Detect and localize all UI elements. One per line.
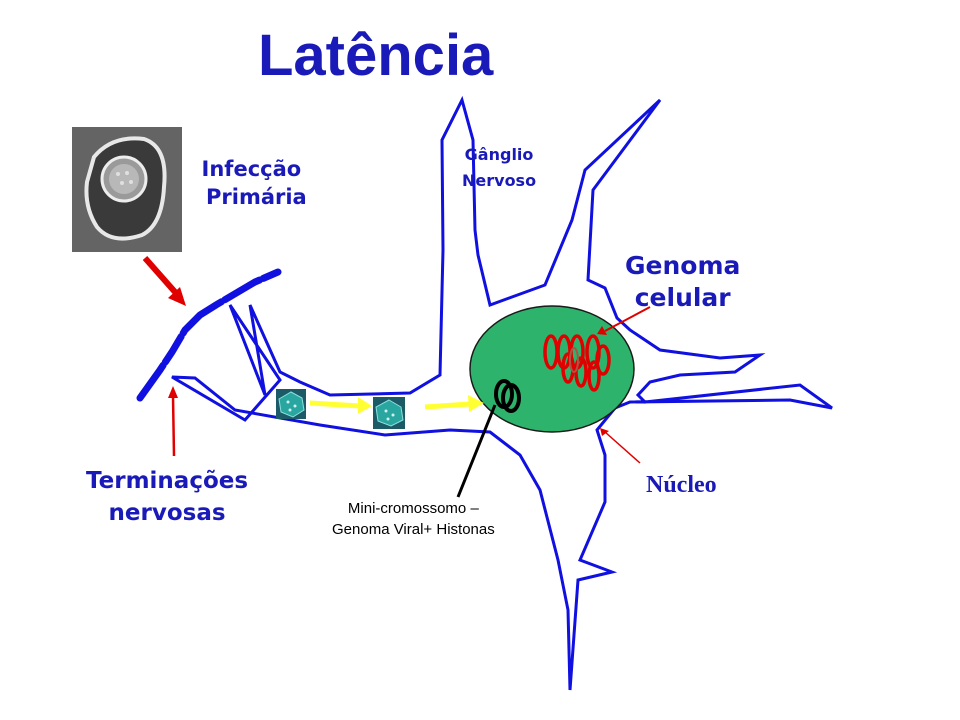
nerve-terminals-label: Terminações nervosas (86, 465, 248, 529)
minichromosome-label: Mini-cromossomo – Genoma Viral+ Histonas (332, 498, 495, 540)
genome-pointer-arrow (597, 306, 651, 335)
viral-minichromosome (494, 379, 521, 413)
nerve-ganglion-label: Gânglio Nervoso (462, 142, 536, 194)
nucleus-label: Núcleo (646, 472, 717, 498)
minichromosome-pointer (456, 404, 497, 498)
primary-infection-line2: Primária (206, 185, 307, 209)
nerve-terminal-1 (136, 268, 282, 402)
cellular-genome (543, 334, 611, 392)
transport-arrow-2 (424, 395, 484, 412)
nerve-terminals-line1: Terminações (86, 468, 249, 494)
nucleus-pointer-arrow (600, 428, 641, 464)
virus-capsid-icon (373, 397, 405, 429)
minichromosome-line2: Genoma Viral+ Histonas (332, 521, 495, 538)
page-title: Latência (258, 23, 494, 88)
cellular-genome-line1: Genoma (625, 251, 741, 280)
nerve-ganglion-line2: Nervoso (462, 171, 537, 190)
cellular-genome-label: Genoma celular (625, 250, 740, 314)
infection-arrow (142, 256, 186, 306)
virus-capsid-icon (276, 389, 306, 419)
neuron-outline (171, 95, 833, 691)
primary-infection-label: Infecção Primária (196, 155, 307, 211)
terminals-pointer-arrow (168, 386, 178, 457)
nerve-ganglion-line1: Gânglio (464, 145, 534, 164)
primary-infection-line1: Infecção (201, 157, 302, 181)
cellular-genome-line2: celular (634, 283, 731, 312)
virus-micrograph-photo (72, 127, 182, 252)
minichromosome-line1: Mini-cromossomo – (347, 500, 479, 517)
nerve-terminals-line2: nervosas (108, 500, 226, 526)
transport-arrow-1 (309, 397, 372, 414)
